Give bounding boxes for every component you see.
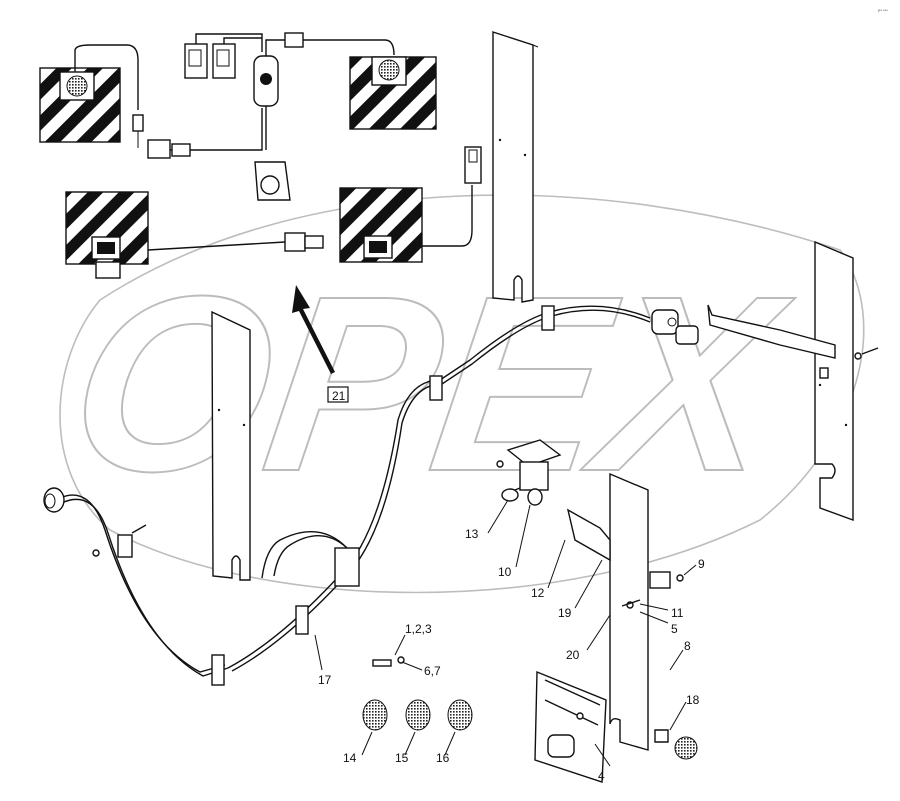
- bolt-washer-set: [372, 656, 405, 667]
- callout-14: 14: [343, 751, 357, 765]
- corner-code: l** ***: [878, 8, 888, 13]
- watermark-swoosh: [59, 194, 865, 594]
- callout-5: 5: [671, 622, 678, 636]
- svg-text:21: 21: [332, 389, 346, 403]
- callout-10: 10: [498, 565, 512, 579]
- warning-plate-middle-left: [65, 191, 324, 279]
- callout-19: 19: [558, 606, 572, 620]
- reflectors: [362, 699, 473, 731]
- opex-watermark: OPEX: [55, 194, 865, 594]
- cable-clips: [92, 305, 555, 686]
- callout-16: 16: [436, 751, 450, 765]
- callout-17: 17: [318, 673, 332, 687]
- callout-21: 21: [327, 386, 349, 403]
- callout-20: 20: [566, 648, 580, 662]
- callout-8: 8: [684, 639, 691, 653]
- lamp-bracket: [496, 439, 562, 506]
- vertical-board-top: [492, 31, 539, 303]
- vertical-board-left: [211, 310, 251, 581]
- callout-9: 9: [698, 557, 705, 571]
- callout-11: 11: [671, 606, 684, 620]
- callout-15: 15: [395, 751, 409, 765]
- vertical-board-lower: [534, 472, 698, 783]
- callout-18: 18: [686, 693, 700, 707]
- callout-4: 4: [598, 769, 605, 783]
- leader-lines: [314, 499, 697, 767]
- callout-13: 13: [465, 527, 479, 541]
- direction-arrow: [292, 285, 335, 374]
- warning-plate-top-left: [39, 44, 144, 148]
- callout-6-7: 6,7: [424, 664, 441, 678]
- callout-12: 12: [531, 586, 545, 600]
- vertical-board-right: [707, 240, 879, 521]
- warning-plate-top-right: [349, 56, 437, 130]
- junction-box: [261, 531, 360, 587]
- main-cable: [43, 305, 699, 677]
- callout-1-2-3: 1,2,3: [405, 622, 432, 636]
- connector-harness-top: [147, 32, 395, 201]
- warning-plate-middle-right: [339, 146, 482, 263]
